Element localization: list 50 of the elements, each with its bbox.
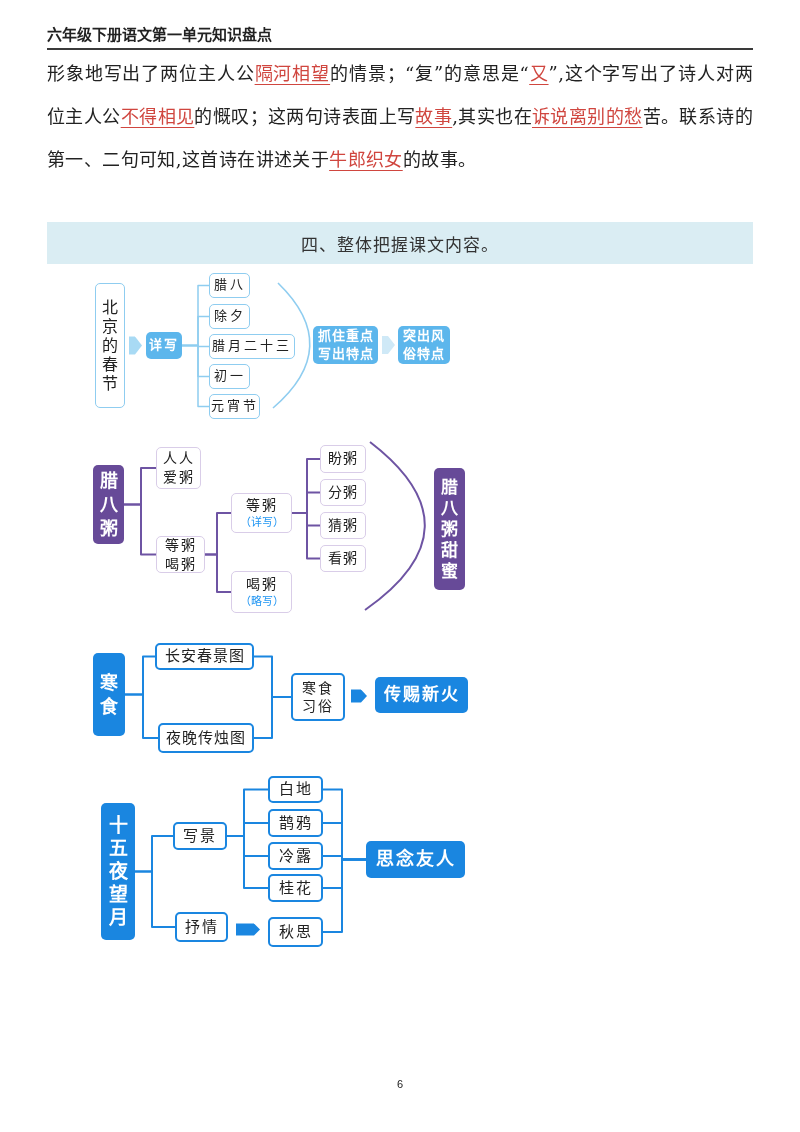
page-number: 6 xyxy=(396,1077,404,1091)
branch-box: 喝粥 （略写） xyxy=(231,571,292,613)
item-box: 冷露 xyxy=(268,842,323,870)
summary-box: 传赐新火 xyxy=(375,677,468,713)
branch-box: 长安春景图 xyxy=(155,643,254,670)
branch-box: 等粥 （详写） xyxy=(231,493,292,533)
item-box: 腊八 xyxy=(209,273,250,298)
arrow xyxy=(236,923,260,936)
item-box: 盼粥 xyxy=(320,445,366,473)
item-box: 除夕 xyxy=(209,304,250,329)
topic-box: 寒食 xyxy=(93,653,125,736)
item-box: 初一 xyxy=(209,364,250,389)
page-header: 六年级下册语文第一单元知识盘点 xyxy=(47,25,272,45)
item-box: 分粥 xyxy=(320,479,366,506)
item-box: 白地 xyxy=(268,776,323,803)
connector-line xyxy=(253,696,292,739)
branch-box: 人人爱粥 xyxy=(156,447,201,489)
topic-box: 十五夜望月 xyxy=(101,803,135,940)
item-box: 桂花 xyxy=(268,874,323,902)
body-paragraph: 形象地写出了两位主人公隔河相望的情景；“复”的意思是“又”,这个字写出了诗人对两位主人公不得相见的慨叹；这两句诗表面上写故事,其实也在诉说离别的愁苦。联系诗的第一、二句可知,这首诗在讲述关于牛郎织女的故事。 xyxy=(47,62,753,172)
connector-line xyxy=(134,870,176,928)
branch-box: 详写 xyxy=(146,332,182,359)
connector-line xyxy=(181,344,210,408)
summary-box: 突出风俗特点 xyxy=(398,326,450,364)
branch-box: 等粥喝粥 xyxy=(156,536,205,573)
arrow xyxy=(129,336,142,355)
connector-line xyxy=(322,858,367,933)
summary-box: 腊八粥甜蜜 xyxy=(434,468,465,590)
item-box: 元宵节 xyxy=(209,394,260,419)
branch-box: 夜晚传烛图 xyxy=(158,723,254,753)
arrow xyxy=(382,336,395,354)
connector-line xyxy=(124,693,159,739)
connector-line xyxy=(226,835,269,889)
summary-box: 思念友人 xyxy=(366,841,465,878)
item-box: 鹊鸦 xyxy=(268,809,323,837)
branch-box: 写景 xyxy=(173,822,227,850)
item-box: 猜粥 xyxy=(320,512,366,539)
branch-box: 寒食习俗 xyxy=(291,673,345,721)
summary-box: 抓住重点写出特点 xyxy=(313,326,378,364)
arrow xyxy=(351,689,367,703)
item-box: 看粥 xyxy=(320,545,366,572)
item-box: 秋思 xyxy=(268,917,323,947)
connector-line xyxy=(204,553,232,593)
topic-box: 腊八粥 xyxy=(93,465,124,544)
branch-box: 抒情 xyxy=(175,912,228,942)
connector-line xyxy=(291,512,321,560)
section-heading: 四、整体把握课文内容。 xyxy=(47,222,753,264)
item-box: 腊月二十三 xyxy=(209,334,295,359)
topic-box: 北京的春节 xyxy=(95,283,125,408)
connector-line xyxy=(123,503,157,556)
